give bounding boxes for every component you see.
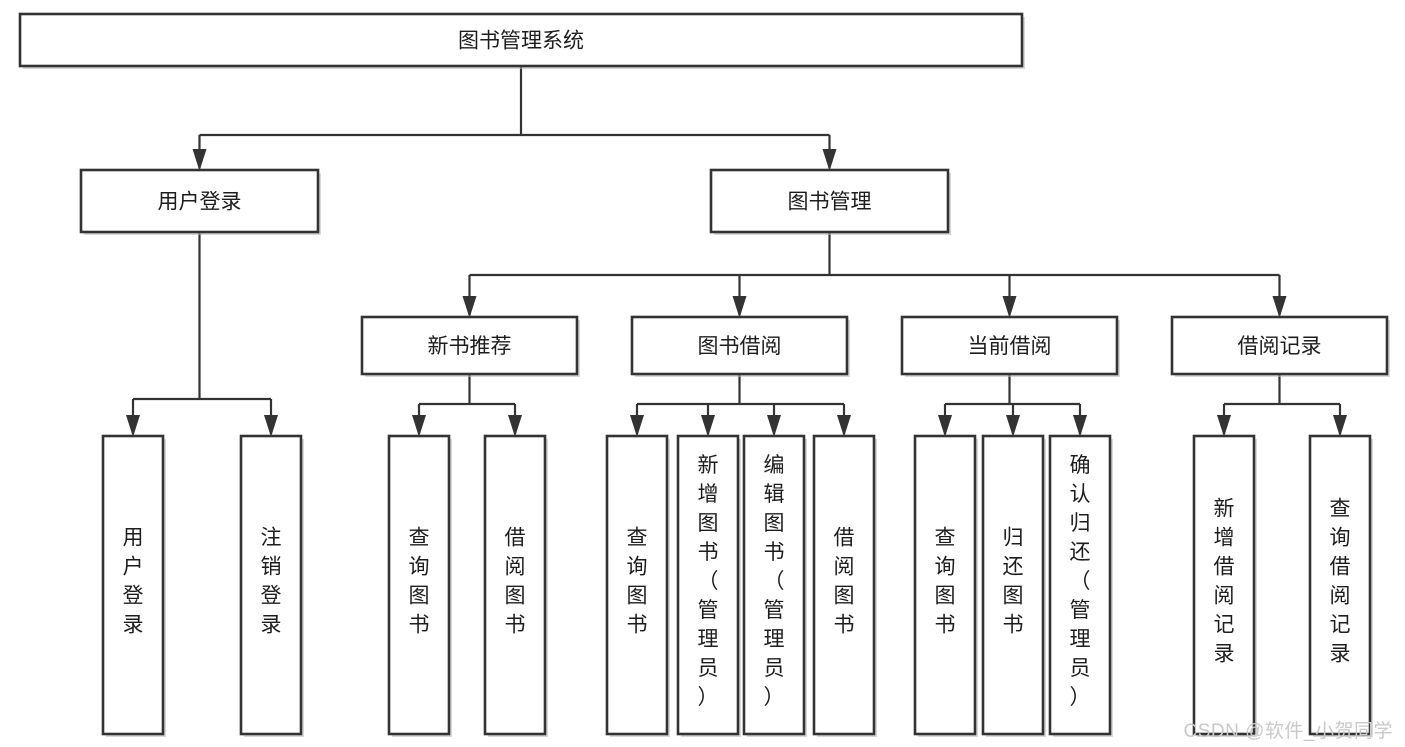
node-leaf-query-book-1[interactable]: 查询图书 [387, 434, 452, 737]
node-box[interactable] [387, 434, 451, 736]
arrow-head-icon [192, 149, 207, 171]
node-box[interactable] [676, 434, 740, 736]
node-root[interactable]: 图书管理系统 [18, 12, 1025, 69]
arrow-head-icon [837, 415, 851, 437]
node-leaf-query-book-2[interactable]: 查询图书 [605, 434, 670, 737]
node-box[interactable] [1192, 434, 1256, 736]
node-box[interactable] [79, 168, 320, 234]
node-label: 当前借阅 [968, 335, 1052, 358]
node-current-borrow[interactable]: 当前借阅 [900, 315, 1120, 377]
connector-layer [126, 66, 1347, 437]
arrow-head-icon [1002, 296, 1017, 318]
watermark-text: CSDN @软件_小贺同学 [1183, 721, 1393, 742]
arrow-head-icon [938, 415, 952, 437]
arrow-head-icon [508, 415, 522, 437]
node-leaf-confirm-return[interactable]: 确认归还（管理员） [1048, 434, 1113, 737]
node-label: 确认归还（管理员） [1070, 454, 1091, 709]
node-box[interactable] [101, 434, 165, 736]
node-leaf-add-book[interactable]: 新增图书（管理员） [676, 434, 741, 737]
node-book-borrow[interactable]: 图书借阅 [630, 315, 850, 377]
node-box[interactable] [900, 315, 1119, 376]
node-label: 归还图书 [1003, 527, 1024, 637]
node-new-book-rec[interactable]: 新书推荐 [360, 315, 580, 377]
arrow-head-icon [1272, 296, 1287, 318]
arrow-head-icon [1073, 415, 1087, 437]
arrow-head-icon [1217, 415, 1231, 437]
node-user-login[interactable]: 用户登录 [79, 168, 321, 235]
node-box[interactable] [1048, 434, 1112, 736]
node-label: 查询借阅记录 [1330, 498, 1351, 666]
arrow-head-icon [126, 415, 140, 437]
node-box[interactable] [812, 434, 876, 736]
node-label: 图书管理系统 [458, 30, 584, 53]
node-box[interactable] [1308, 434, 1372, 736]
node-label: 图书借阅 [698, 335, 782, 358]
node-box[interactable] [630, 315, 849, 376]
node-leaf-return-book[interactable]: 归还图书 [981, 434, 1046, 737]
node-label: 用户登录 [123, 527, 144, 637]
node-box[interactable] [18, 12, 1024, 68]
arrow-head-icon [630, 415, 644, 437]
arrow-head-icon [732, 296, 747, 318]
node-box[interactable] [605, 434, 669, 736]
node-label: 查询图书 [627, 527, 648, 637]
node-label: 新增借阅记录 [1214, 498, 1235, 666]
node-leaf-add-record[interactable]: 新增借阅记录 [1192, 434, 1257, 737]
node-label: 借阅图书 [505, 527, 526, 637]
node-box[interactable] [709, 168, 950, 234]
node-label: 查询图书 [409, 527, 430, 637]
arrow-head-icon [412, 415, 426, 437]
node-box[interactable] [913, 434, 977, 736]
node-layer: 图书管理系统用户登录图书管理新书推荐图书借阅当前借阅借阅记录用户登录注销登录查询… [18, 12, 1390, 737]
node-leaf-borrow-book-1[interactable]: 借阅图书 [483, 434, 548, 737]
node-box[interactable] [360, 315, 579, 376]
node-label: 新增图书（管理员） [698, 454, 719, 709]
arrow-head-icon [1006, 415, 1020, 437]
node-label: 注销登录 [261, 527, 282, 637]
arrow-head-icon [1333, 415, 1347, 437]
node-label: 查询图书 [935, 527, 956, 637]
arrow-head-icon [462, 296, 477, 318]
node-label: 借阅记录 [1238, 335, 1322, 358]
node-leaf-edit-book[interactable]: 编辑图书（管理员） [742, 434, 807, 737]
node-box[interactable] [239, 434, 303, 736]
node-label: 用户登录 [158, 191, 242, 214]
node-label: 编辑图书（管理员） [764, 454, 785, 709]
node-box[interactable] [1170, 315, 1389, 376]
node-box[interactable] [742, 434, 806, 736]
node-borrow-record[interactable]: 借阅记录 [1170, 315, 1390, 377]
arrow-head-icon [767, 415, 781, 437]
node-label: 图书管理 [788, 191, 872, 214]
node-leaf-borrow-book-2[interactable]: 借阅图书 [812, 434, 877, 737]
node-leaf-logout[interactable]: 注销登录 [239, 434, 304, 737]
node-label: 借阅图书 [834, 527, 855, 637]
arrow-head-icon [822, 149, 837, 171]
node-leaf-query-record[interactable]: 查询借阅记录 [1308, 434, 1373, 737]
node-leaf-user-login[interactable]: 用户登录 [101, 434, 166, 737]
arrow-head-icon [264, 415, 278, 437]
node-box[interactable] [981, 434, 1045, 736]
node-box[interactable] [483, 434, 547, 736]
arrow-head-icon [701, 415, 715, 437]
node-leaf-query-book-3[interactable]: 查询图书 [913, 434, 978, 737]
node-book-manage[interactable]: 图书管理 [709, 168, 951, 235]
node-label: 新书推荐 [428, 335, 512, 358]
